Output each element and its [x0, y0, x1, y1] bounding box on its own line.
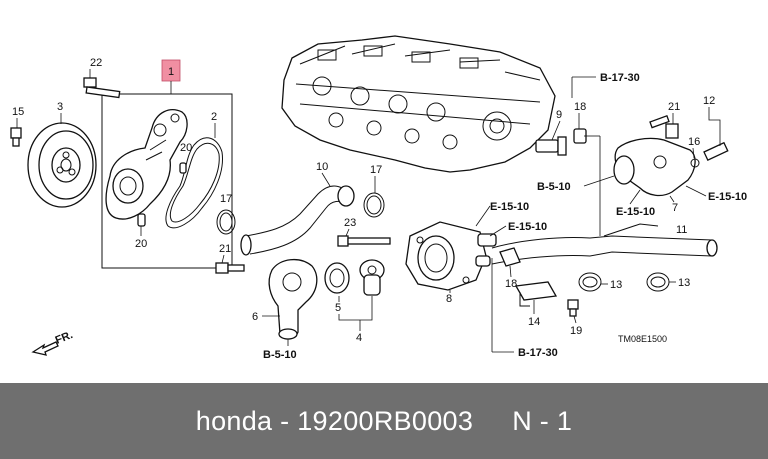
callout-3: 3: [57, 101, 63, 113]
callout-9: 9: [556, 109, 562, 121]
callout-12: 12: [703, 95, 715, 107]
hose-clamp-13a-part: [578, 272, 602, 292]
sensor-12-part: [690, 141, 729, 168]
ref-b-5-10-bottom: B-5-10: [263, 349, 297, 361]
cylinder-head-part: [281, 35, 556, 173]
callout-13a: 13: [610, 279, 622, 291]
callout-1-highlight[interactable]: 1: [161, 59, 181, 94]
callout-17a: 17: [220, 193, 232, 205]
diagram-code: TM08E1500: [618, 334, 667, 344]
callout-4: 4: [356, 332, 362, 344]
footer-bar: honda - 19200RB0003 N - 1: [0, 383, 768, 459]
ref-e-15-10-d: E-15-10: [508, 221, 547, 233]
callout-11: 11: [676, 224, 687, 236]
callout-17b: 17: [370, 164, 382, 176]
callout-21a: 21: [219, 243, 231, 255]
part-number-caption: honda - 19200RB0003 N - 1: [195, 405, 573, 436]
water-hose-10-part: [240, 185, 355, 256]
ref-e-15-10-c: E-15-10: [490, 201, 529, 213]
callout-23: 23: [344, 217, 356, 229]
hose-clamp-13b-part: [646, 272, 670, 292]
ref-e-15-10-b: E-15-10: [708, 191, 747, 203]
ref-b-17-30-bottom: B-17-30: [518, 347, 558, 359]
callout-20b: 20: [135, 238, 147, 250]
gasket-2-part: [165, 137, 223, 229]
o-ring-17-right-part: [363, 192, 385, 218]
callout-10: 10: [316, 161, 328, 173]
o-ring-17-left-part: [216, 209, 236, 235]
callout-8: 8: [446, 293, 452, 305]
parts-diagram: 1: [10, 35, 747, 361]
thermostat-housing-8-part: [405, 221, 497, 291]
callout-18b: 18: [505, 278, 517, 290]
callout-22: 22: [90, 57, 102, 69]
bolt-19-part: [567, 299, 579, 317]
callout-18a: 18: [574, 101, 586, 113]
water-pump-part: [105, 109, 188, 220]
bolt-22-part: [83, 77, 121, 99]
bolt-15-part: [10, 127, 22, 147]
callout-5: 5: [335, 302, 341, 314]
front-arrow-label: FR.: [54, 329, 75, 347]
callout-20a: 20: [180, 142, 192, 154]
clip-18-bottom-part: [499, 247, 521, 267]
callout-2: 2: [211, 111, 217, 123]
dowel-pin-20-part: [137, 162, 187, 227]
ref-e-15-10-a: E-15-10: [616, 206, 655, 218]
callout-7: 7: [672, 202, 678, 214]
callout-19: 19: [570, 325, 582, 337]
callout-14: 14: [528, 316, 540, 328]
callout-15: 15: [12, 106, 24, 118]
front-arrow-icon: FR.: [31, 329, 75, 356]
bracket-14-part: [514, 281, 558, 307]
thermostat-cover-6-part: [268, 259, 318, 340]
callout-21b: 21: [668, 101, 680, 113]
ref-b-5-10-right: B-5-10: [537, 181, 571, 193]
thermostat-5-part: [324, 259, 385, 296]
ref-b-17-30-top: B-17-30: [600, 72, 640, 84]
bolt-23-part: [337, 235, 391, 247]
sensor-9-part: [535, 136, 567, 156]
water-passage-7-part: [613, 115, 696, 197]
callout-16: 16: [688, 136, 700, 148]
callout-1-label: 1: [168, 66, 174, 78]
callout-13b: 13: [678, 277, 690, 289]
pulley-part: [27, 122, 97, 208]
callout-6: 6: [252, 311, 258, 323]
bolt-21-left-part: [215, 262, 245, 274]
